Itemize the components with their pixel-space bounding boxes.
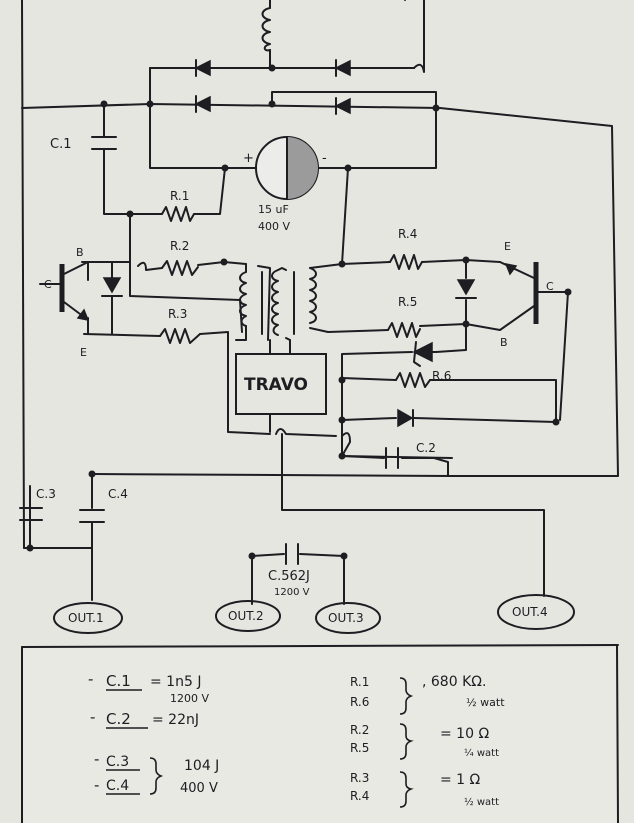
legend-c1-name: C.1 bbox=[106, 672, 131, 690]
label-r3: R.3 bbox=[168, 307, 187, 321]
resistor-r6 bbox=[395, 372, 431, 388]
legend-brace-r34 bbox=[399, 771, 414, 808]
resistor-r3 bbox=[159, 328, 201, 344]
legend-r16-value: , 680 KΩ. bbox=[422, 674, 486, 690]
capacitor-c4 bbox=[79, 509, 105, 523]
legend-c2-name: C.2 bbox=[106, 710, 131, 728]
label-c3: C.3 bbox=[36, 487, 56, 501]
component-labels: C.1 R.1 R.2 R.3 R.4 R.5 R.6 C.2 C.3 C.4 … bbox=[36, 137, 554, 598]
legend-c2-value: = 22nJ bbox=[152, 712, 199, 728]
label-out2: OUT.2 bbox=[228, 609, 264, 623]
label-out3: OUT.3 bbox=[328, 611, 364, 625]
legend-c1-value: = 1n5 J bbox=[150, 674, 201, 690]
legend-divider bbox=[21, 644, 619, 648]
label-r4: R.4 bbox=[398, 227, 417, 241]
legend-r4-name: R.4 bbox=[350, 789, 369, 803]
legend-c34-value: 104 J bbox=[184, 758, 219, 774]
legend-brace-c34 bbox=[149, 757, 164, 795]
legend-brace-r16 bbox=[399, 677, 414, 715]
label-c5: C.562J bbox=[268, 569, 310, 584]
label-c2: C.2 bbox=[416, 441, 436, 455]
legend-c34-rating: 400 V bbox=[180, 781, 218, 796]
diode-d3 bbox=[194, 95, 211, 113]
legend-r6-name: R.6 bbox=[350, 695, 369, 709]
output-labels: OUT.1 OUT.2 OUT.3 OUT.4 bbox=[68, 605, 548, 625]
legend-r34-rating: ½ watt bbox=[464, 796, 499, 808]
label-minus: - bbox=[322, 151, 327, 166]
label-c1: C.1 bbox=[50, 137, 71, 152]
label-cap-main: 15 uF bbox=[258, 203, 289, 216]
legend-c1-rating: 1200 V bbox=[170, 692, 209, 705]
label-r2: R.2 bbox=[170, 239, 189, 253]
legend-r2-name: R.2 bbox=[350, 723, 369, 737]
output-out1-oval bbox=[53, 602, 123, 634]
label-r5: R.5 bbox=[398, 295, 417, 309]
junction-dots bbox=[26, 64, 572, 560]
legend-bullet-c1: - bbox=[88, 670, 93, 688]
legend-right-edge bbox=[616, 645, 619, 823]
legend-r16-rating: ½ watt bbox=[466, 696, 505, 709]
label-q1-b: B bbox=[76, 246, 84, 259]
output-out3-oval bbox=[315, 602, 381, 634]
legend-bullet-c3: - bbox=[94, 750, 99, 768]
transistor-q2 bbox=[455, 261, 539, 331]
legend-r25-value: = 10 Ω bbox=[440, 726, 489, 742]
legend-r34-value: = 1 Ω bbox=[440, 772, 481, 788]
legend-r1-name: R.1 bbox=[350, 675, 369, 689]
label-q1-c: C bbox=[44, 278, 52, 291]
zener-diode bbox=[412, 341, 437, 367]
legend-r5-name: R.5 bbox=[350, 741, 369, 755]
transistor-q1 bbox=[59, 261, 123, 335]
label-out1: OUT.1 bbox=[68, 611, 104, 625]
capacitor-main bbox=[255, 136, 319, 200]
label-cap-main-rating: 400 V bbox=[258, 220, 290, 233]
label-r1: R.1 bbox=[170, 189, 189, 203]
legend-c3-name: C.3 bbox=[106, 754, 129, 770]
diode-d5 bbox=[397, 408, 414, 428]
label-out4: OUT.4 bbox=[512, 605, 548, 619]
label-q2-b: B bbox=[500, 336, 508, 349]
legend-c4-name: C.4 bbox=[106, 778, 129, 794]
diode-d1 bbox=[194, 59, 211, 77]
component-legend: C.1 = 1n5 J 1200 V C.2 = 22nJ C.3 C.4 10… bbox=[106, 672, 505, 808]
capacitor-c5 bbox=[285, 543, 299, 565]
label-r6: R.6 bbox=[432, 369, 451, 383]
legend-r25-rating: ¼ watt bbox=[464, 747, 499, 759]
label-q1-e: E bbox=[80, 346, 87, 359]
label-plus: + bbox=[243, 151, 254, 166]
legend-r3-name: R.3 bbox=[350, 771, 369, 785]
diode-d2 bbox=[334, 59, 351, 77]
label-q2-c: C bbox=[546, 280, 554, 293]
label-transformer: TRAVO bbox=[244, 375, 308, 395]
label-c4: C.4 bbox=[108, 487, 128, 501]
resistor-r2 bbox=[161, 260, 199, 276]
top-inductor bbox=[261, 7, 271, 52]
capacitor-c3 bbox=[19, 507, 43, 521]
output-out2-oval bbox=[215, 600, 281, 632]
legend-bullet-c2: - bbox=[90, 708, 95, 726]
output-out4-oval bbox=[497, 594, 575, 630]
capacitor-c2 bbox=[385, 447, 399, 469]
label-c5-rating: 1200 V bbox=[274, 587, 310, 598]
capacitor-c1 bbox=[91, 136, 117, 150]
legend-bullet-c4: - bbox=[94, 776, 99, 794]
resistor-r5 bbox=[387, 322, 421, 338]
resistor-r4 bbox=[389, 254, 423, 270]
legend-brace-r25 bbox=[399, 723, 414, 760]
diode-d4 bbox=[334, 97, 351, 115]
label-q2-e: E bbox=[504, 240, 511, 253]
transformer bbox=[235, 267, 327, 415]
resistor-r1 bbox=[161, 206, 195, 222]
